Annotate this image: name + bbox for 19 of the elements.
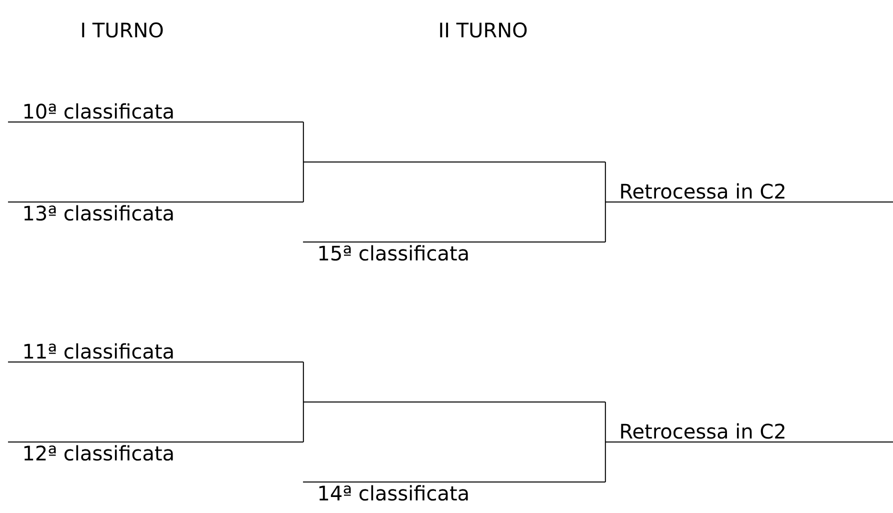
bracket-line: 14ª classificata (302, 481, 606, 501)
round-heading: II TURNO (440, 22, 527, 38)
bracket-line: Retrocessa in C2 (604, 423, 893, 442)
bracket-connector (302, 361, 304, 402)
bracket-connector (604, 202, 606, 242)
bracket-connector (302, 122, 304, 162)
bracket-line: 12ª classificata (8, 441, 304, 461)
bracket-connector (604, 401, 606, 442)
bracket-line: Retrocessa in C2 (604, 183, 893, 202)
bracket-line (302, 401, 606, 402)
bracket-connector (302, 401, 304, 442)
bracket-connector (604, 441, 606, 482)
bracket-line: 11ª classificata (8, 343, 304, 362)
bracket-connector (604, 162, 606, 202)
bracket-line: 13ª classificata (8, 202, 304, 221)
bracket-line: 10ª classificata (8, 103, 304, 122)
bracket-connector (302, 162, 304, 202)
round-heading: I TURNO (82, 22, 163, 38)
bracket-line: 15ª classificata (302, 242, 606, 261)
